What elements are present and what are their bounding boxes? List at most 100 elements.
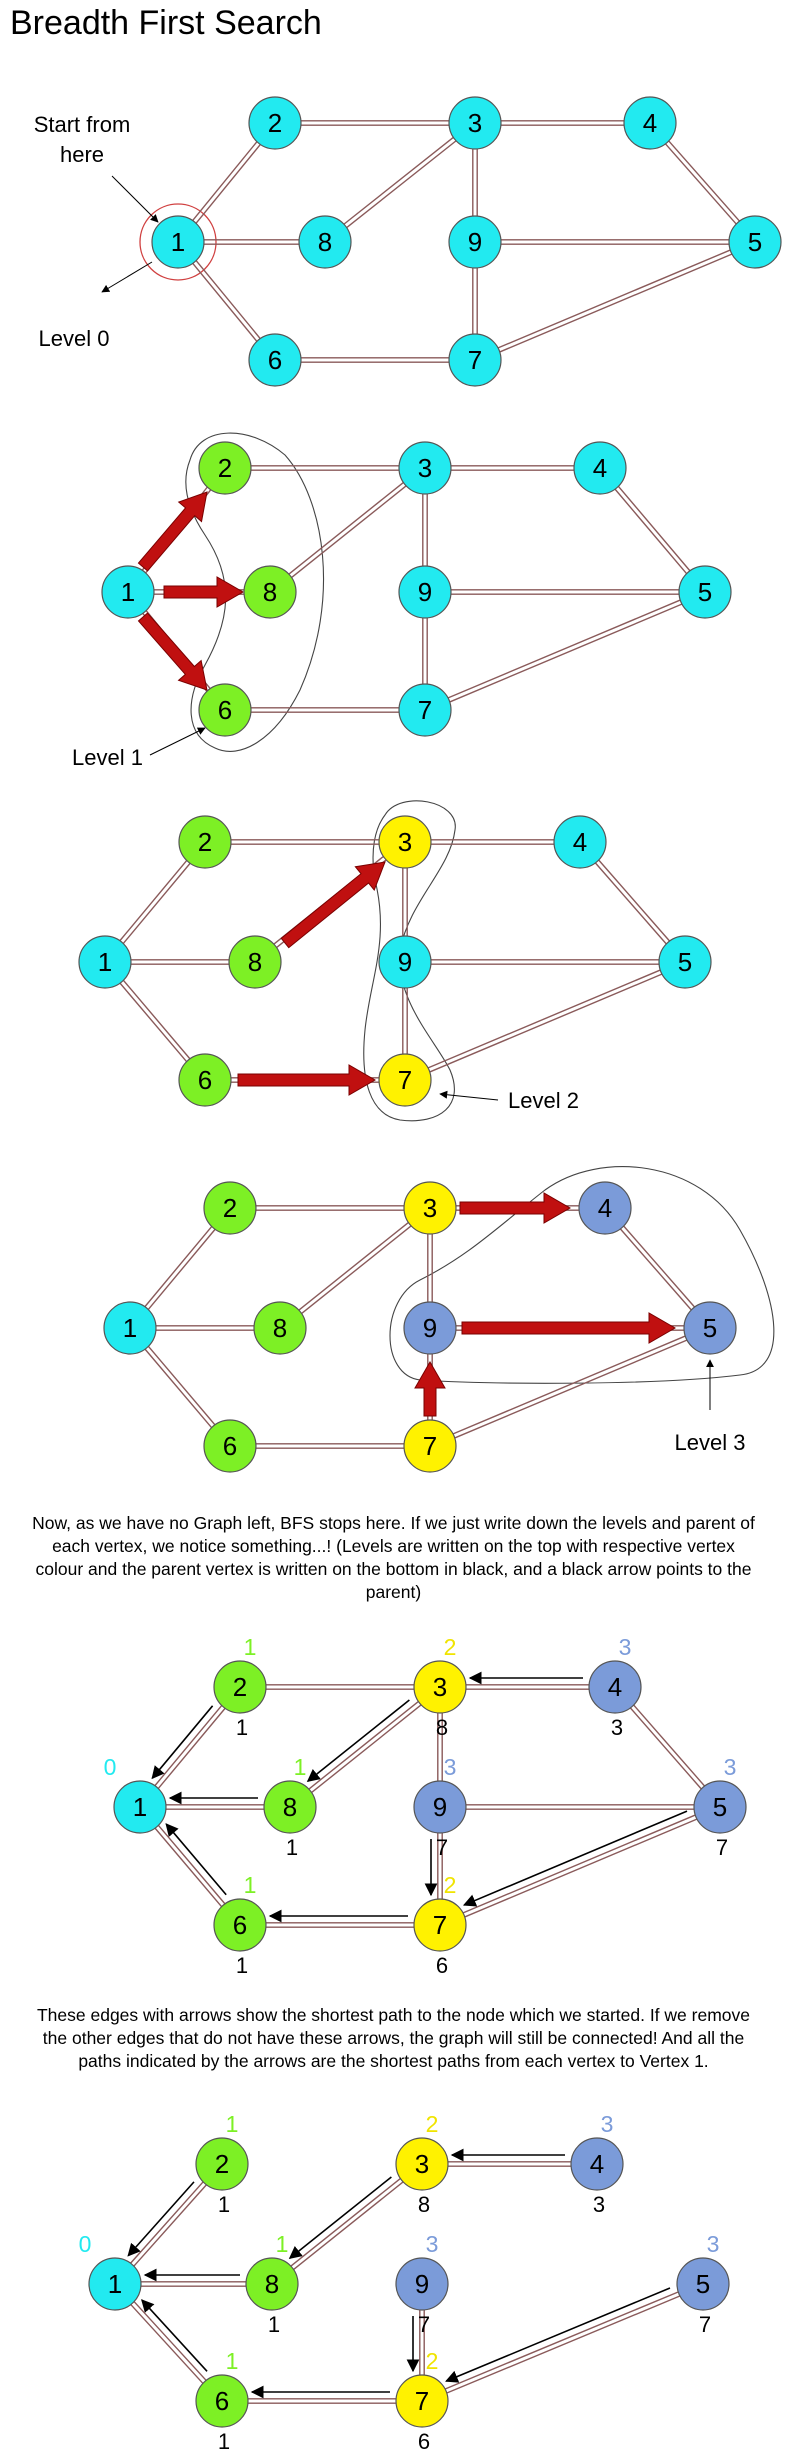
- p5-edge-3-4: [466, 1684, 589, 1690]
- p1-edge-7-5-rail: [497, 249, 731, 349]
- p5-level-label-9: 3: [444, 1754, 457, 1780]
- p3-level2-pointer-arrow: [439, 1090, 499, 1101]
- p1-edge-4-5-rail: [665, 143, 737, 225]
- p3-vertex-7: [378, 1053, 432, 1107]
- p4-edge-1-6: [144, 1345, 216, 1429]
- p5-parent-arrow-2: [151, 1705, 214, 1780]
- p5-level-label-3: 2: [444, 1634, 457, 1660]
- p1-edge-3-8: [343, 136, 457, 229]
- p5-vertex-4: [588, 1660, 642, 1714]
- p6-vertex-label-1: 1: [108, 2269, 122, 2299]
- p5-parent-label-4: 3: [611, 1715, 623, 1740]
- p4-edge-3-9: [427, 1234, 433, 1302]
- p3-vertex-label-5: 5: [678, 947, 692, 977]
- p5-edge-4-5: [629, 1704, 706, 1790]
- p5-edge-7-5: [462, 1814, 698, 1918]
- explanation-caption-1: Now, as we have no Graph left, BFS stops…: [32, 1513, 755, 1602]
- p5-parent-label-7: 6: [436, 1953, 448, 1978]
- p1-vertex-label-1: 1: [171, 227, 185, 257]
- level0-annotation: Level 0: [39, 326, 110, 351]
- p6-parent-label-9: 7: [418, 2312, 430, 2337]
- p2-vertex-2: [198, 441, 252, 495]
- p4-edge-1-8: [156, 1325, 254, 1331]
- p4-vertex-4: [578, 1181, 632, 1235]
- p6-vertex-label-2: 2: [215, 2149, 229, 2179]
- p1-vertex-2: [248, 96, 302, 150]
- p2-edge-3-4: [451, 465, 574, 471]
- p4-edge-4-5: [619, 1225, 696, 1311]
- p6-parent-label-3: 8: [418, 2192, 430, 2217]
- p1-vertex-label-8: 8: [318, 227, 332, 257]
- p6-vertex-1: [88, 2257, 142, 2311]
- p5-level-label-4: 3: [619, 1634, 632, 1660]
- p6-vertex-6: [195, 2374, 249, 2428]
- p1-vertex-label-7: 7: [468, 345, 482, 375]
- p2-vertex-7: [398, 683, 452, 737]
- p6-edge-1-2: [130, 2181, 207, 2267]
- p6-edge-3-8: [290, 2177, 404, 2271]
- p3-edge-1-8: [131, 959, 229, 965]
- p3-edge-4-5-rail: [598, 859, 671, 942]
- p4-vertex-5: [683, 1301, 737, 1355]
- p5-edge-6-7: [266, 1922, 414, 1928]
- p1-vertex-3: [448, 96, 502, 150]
- p5-parent-label-9: 7: [436, 1835, 448, 1860]
- p6-vertex-2: [195, 2137, 249, 2191]
- p3-vertex-label-9: 9: [398, 947, 412, 977]
- p4-edge-7-5: [452, 1335, 688, 1439]
- p2-edge-7-5-rail: [447, 599, 681, 699]
- p6-vertex-label-8: 8: [265, 2269, 279, 2299]
- p4-vertex-label-3: 3: [423, 1193, 437, 1223]
- p2-vertex-label-2: 2: [218, 453, 232, 483]
- p1-edge-4-5-rail: [668, 140, 740, 222]
- p3-edge-3-9: [402, 868, 408, 936]
- p5-edge-1-2-rail: [154, 1705, 223, 1787]
- p5-level-label-7: 2: [444, 1872, 457, 1898]
- p6-level-label-7: 2: [426, 2348, 439, 2374]
- level2-annotation: Level 2: [508, 1088, 579, 1113]
- p3-edge-4-5-rail: [594, 862, 667, 945]
- p1-edge-4-5: [665, 140, 740, 225]
- p3-red-arrow-6-7: [237, 1064, 377, 1096]
- p1-edge-1-6-rail: [195, 260, 261, 339]
- p6-edge-3-8-rail: [293, 2181, 404, 2271]
- page-title: Breadth First Search: [10, 4, 322, 42]
- p4-edge-1-2: [144, 1226, 216, 1310]
- p6-level-label-1: 0: [79, 2231, 92, 2257]
- p2-vertex-label-8: 8: [263, 577, 277, 607]
- p2-vertex-label-4: 4: [593, 453, 607, 483]
- p6-edge-1-6: [130, 2301, 207, 2384]
- p5-edge-1-2-rail: [157, 1707, 226, 1789]
- p4-edge-3-8: [298, 1221, 412, 1315]
- p6-edge-1-8: [141, 2281, 246, 2287]
- p6-parent-arrow-6: [141, 2299, 208, 2372]
- p2-vertex-label-6: 6: [218, 695, 232, 725]
- p4-vertex-label-9: 9: [423, 1313, 437, 1343]
- p3-edge-1-2: [119, 860, 191, 944]
- p2-edge-3-8: [288, 481, 407, 579]
- p3-edge-7-5-rail: [427, 969, 661, 1069]
- p6-edge-6-7: [248, 2398, 396, 2404]
- p3-edge-9-7: [402, 988, 408, 1054]
- p4-vertex-8: [253, 1301, 307, 1355]
- p4-red-arrow-3-4: [459, 1192, 572, 1224]
- p3-vertex-8: [228, 935, 282, 989]
- p6-vertex-7: [395, 2374, 449, 2428]
- p2-vertex-5: [678, 565, 732, 619]
- level0-pointer-arrow: [101, 261, 153, 293]
- p2-edge-3-9: [422, 494, 428, 566]
- p3-vertex-5: [658, 935, 712, 989]
- p5-vertex-3: [413, 1660, 467, 1714]
- p3-edge-4-5: [594, 859, 671, 945]
- p1-vertex-label-4: 4: [643, 108, 657, 138]
- p4-level3-outline: [389, 1166, 775, 1384]
- p6-vertex-8: [245, 2257, 299, 2311]
- start-pointer-arrow: [111, 175, 159, 223]
- p4-vertex-label-8: 8: [273, 1313, 287, 1343]
- p1-vertex-7: [448, 333, 502, 387]
- p3-vertex-2: [178, 815, 232, 869]
- p5-vertex-label-9: 9: [433, 1792, 447, 1822]
- p1-edge-3-8-rail: [346, 140, 457, 229]
- p5-edge-7-5-rail: [464, 1818, 698, 1918]
- start-annotation-line-1: Start from: [34, 112, 131, 137]
